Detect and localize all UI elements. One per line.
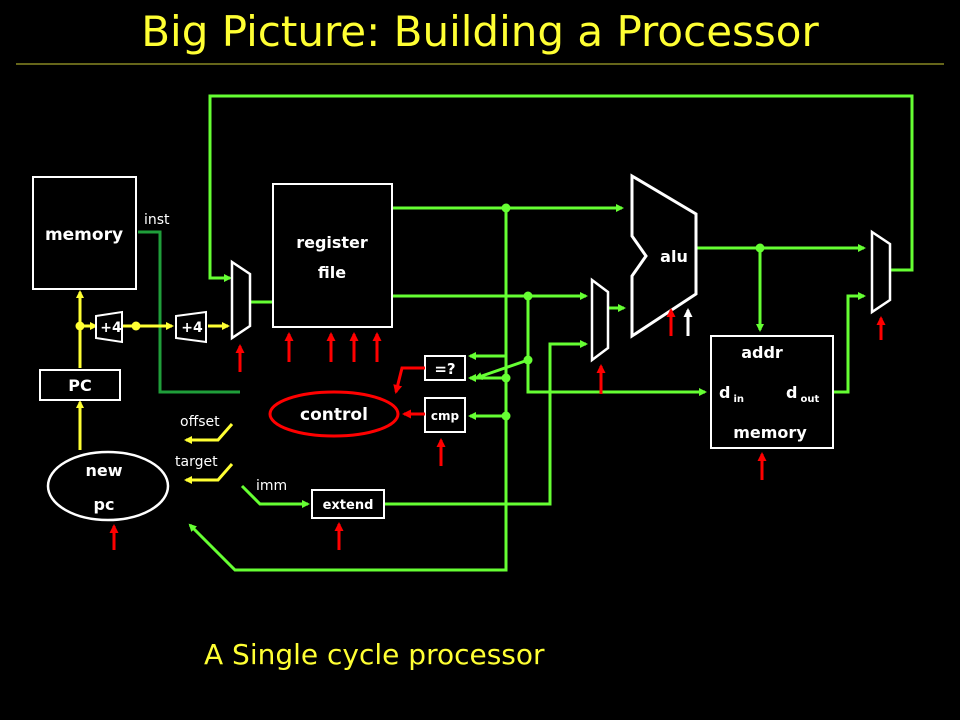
alu-block: alu	[630, 173, 698, 339]
register-file-label-line2: file	[318, 263, 346, 282]
plus4-adder-a: +4	[95, 310, 123, 344]
instruction-memory-block: memory	[32, 176, 137, 290]
plus4-adder-b: +4	[175, 310, 207, 344]
cmp-in-b-bus	[474, 358, 529, 380]
new-pc-block: new pc	[46, 450, 170, 522]
sign-extend-block: extend	[311, 489, 385, 519]
eq-to-control-arrow	[393, 366, 425, 394]
control-unit-block: control	[268, 390, 400, 438]
junction-dot	[75, 321, 85, 331]
bright-green-buses	[188, 94, 914, 572]
junction-dot	[523, 355, 533, 365]
new-pc-label-line1: new	[85, 461, 122, 480]
new-pc-label-line2: pc	[94, 495, 115, 514]
offset-signal-label: offset	[180, 414, 220, 430]
pc-label: PC	[68, 376, 91, 395]
data-memory-din-label: d	[719, 383, 730, 402]
extend-out-bus	[385, 340, 588, 506]
alu-label: alu	[660, 247, 688, 266]
offset-bus	[184, 423, 234, 444]
alu-input-mux	[590, 277, 610, 363]
plus4-a-label: +4	[100, 320, 122, 336]
imm-signal-label: imm	[256, 478, 287, 494]
junction-dot	[523, 291, 533, 301]
cmp-label: cmp	[431, 409, 460, 423]
tap-b-bus	[526, 296, 707, 396]
writeback-mux	[870, 229, 892, 315]
target-bus	[184, 463, 234, 484]
equality-comparator-block: =?	[424, 355, 466, 381]
data-memory-dout-label: d	[786, 383, 797, 402]
instruction-memory-label: memory	[45, 225, 123, 245]
data-memory-addr-label: addr	[741, 343, 783, 362]
writeback-bus	[208, 94, 914, 282]
control-signal-arrows	[109, 308, 886, 550]
sign-extend-label: extend	[323, 498, 374, 513]
data-memory-din-subscript: in	[733, 394, 744, 405]
junction-dot	[755, 243, 765, 253]
equality-comparator-label: =?	[434, 360, 455, 378]
register-file-block: register file	[272, 183, 393, 328]
dout-bus	[833, 292, 866, 394]
slide-title: Big Picture: Building a Processor	[141, 7, 819, 56]
cmp-block: cmp	[424, 397, 466, 433]
control-label: control	[300, 405, 368, 425]
junction-dot	[131, 321, 141, 331]
tap-a-bus	[188, 208, 508, 572]
data-memory-dout-subscript: out	[800, 394, 819, 405]
junction-dot	[501, 373, 511, 383]
inst-bus	[138, 230, 240, 394]
junction-dots	[75, 203, 765, 421]
target-signal-label: target	[175, 454, 218, 470]
slide-caption: A Single cycle processor	[204, 638, 545, 671]
pc-register-block: PC	[39, 369, 121, 401]
register-file-label-line1: register	[296, 233, 368, 252]
imm-bus	[240, 484, 310, 508]
regwrite-mux	[230, 259, 252, 341]
inst-signal-label: inst	[144, 212, 170, 228]
junction-dot	[501, 411, 511, 421]
data-memory-label: memory	[733, 423, 807, 442]
plus4-b-label: +4	[181, 320, 203, 336]
junction-dot	[501, 203, 511, 213]
